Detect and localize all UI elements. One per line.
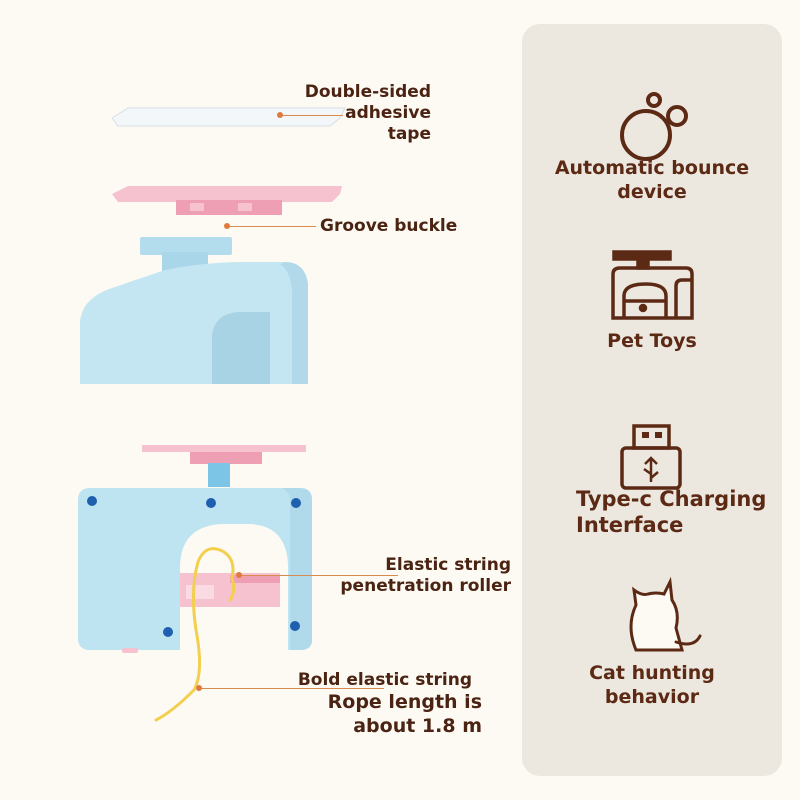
groove-buckle-plate-graphic: [112, 186, 342, 215]
device-top-cutaway-graphic: [80, 237, 308, 384]
roller-leader-dot: [236, 572, 242, 578]
groove-leader-dot: [224, 223, 230, 229]
string-leader-line: [200, 688, 384, 689]
tape-leader-line: [281, 115, 343, 116]
elastic-string-graphic: [154, 547, 236, 722]
groove-leader-line: [228, 226, 316, 227]
feature-typec-charging-label: Type-c Charging Interface: [576, 487, 767, 537]
tape-callout: Double-sided adhesive tape: [304, 82, 431, 144]
feature-pet-toys-label: Pet Toys: [607, 330, 697, 352]
adhesive-tape-graphic: [111, 107, 346, 127]
feature-cat-hunting-label: Cat hunting behavior: [589, 662, 715, 708]
rope-length-callout: Rope length is about 1.8 m: [327, 691, 482, 737]
bold-string-callout: Bold elastic string: [297, 670, 472, 690]
device-bottom-graphic: [78, 445, 312, 653]
roller-leader-line: [240, 575, 398, 576]
elastic-roller-callout: Elastic string penetration roller: [340, 555, 511, 596]
string-leader-dot: [196, 685, 202, 691]
groove-buckle-callout: Groove buckle: [320, 216, 458, 236]
feature-automatic-bounce-label: Automatic bounce device: [554, 157, 750, 203]
tape-leader-dot: [277, 112, 283, 118]
